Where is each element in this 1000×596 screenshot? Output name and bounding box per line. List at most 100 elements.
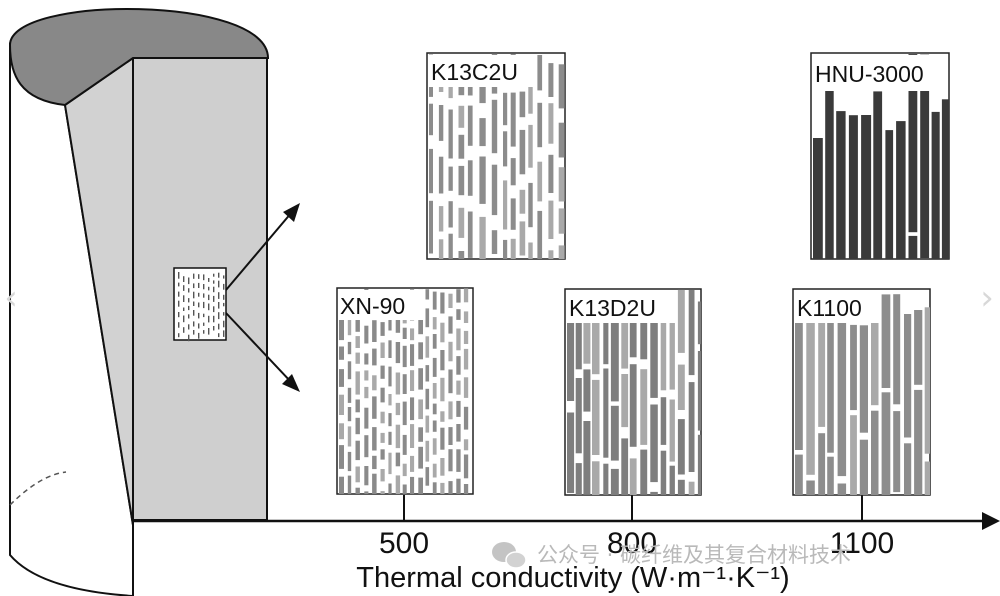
panel-k1100-fibers (795, 294, 930, 495)
fiber-segment (440, 377, 445, 402)
fiber-segment (920, 54, 930, 259)
sample-fiber (208, 328, 210, 335)
fiber-segment (650, 404, 658, 483)
fiber-segment (432, 438, 437, 455)
fiber-segment (558, 64, 565, 109)
arrow-upper (225, 211, 293, 291)
fiber-segment (850, 415, 857, 495)
fiber-segment (837, 311, 847, 477)
fiber-segment (503, 239, 508, 259)
previous-image-arrow[interactable]: ‹ (4, 278, 18, 318)
fiber-segment (395, 402, 401, 416)
fiber-segment (669, 305, 675, 390)
fiber-segment (380, 365, 385, 379)
fiber-segment (859, 325, 868, 433)
fiber-segment (429, 148, 433, 194)
fiber-segment (456, 356, 461, 375)
fiber-segment (388, 315, 392, 331)
cylinder-illustration (8, 8, 270, 596)
fiber-segment (448, 233, 453, 259)
sample-fiber (178, 300, 180, 307)
cylinder-left-face (9, 42, 134, 596)
fiber-segment (510, 158, 516, 186)
fiber-segment (425, 289, 430, 300)
fiber-segment (438, 105, 444, 141)
fiber-segment (467, 105, 473, 146)
sample-fiber (208, 315, 210, 323)
fiber-segment (456, 424, 461, 442)
fiber-segment (519, 129, 526, 175)
fiber-segment (380, 449, 385, 460)
fiber-segment (893, 294, 901, 405)
fiber-segment (629, 458, 637, 495)
fiber-segment (941, 99, 949, 259)
arrow-lower-head (282, 374, 300, 392)
fiber-segment (640, 291, 648, 360)
fiber-segment (558, 122, 565, 158)
fiber-segment (859, 439, 868, 495)
fiber-segment (364, 325, 369, 344)
fiber-segment (425, 388, 430, 410)
fiber-segment (463, 439, 469, 451)
sample-fiber (203, 330, 205, 334)
fiber-segment (558, 245, 565, 259)
fiber-segment (388, 340, 392, 358)
fiber-segment (440, 411, 445, 422)
fiber-segment (388, 483, 392, 494)
sample-fiber (223, 275, 225, 279)
fiber-segment (418, 368, 423, 390)
sample-fiber (188, 324, 190, 330)
fiber-segment (491, 99, 498, 154)
fiber-segment (467, 160, 473, 196)
fiber-segment (479, 156, 486, 204)
fiber-segment (528, 182, 533, 228)
fiber-segment (548, 200, 554, 239)
fiber-segment (537, 210, 543, 259)
conductivity-axis: 500 800 1100 Thermal conductivity (W·m⁻¹… (133, 495, 1000, 594)
fiber-segment (456, 380, 461, 395)
fiber-segment (432, 420, 437, 432)
panel-hnu3000-fibers (813, 54, 949, 259)
sample-fiber (198, 323, 200, 329)
fiber-segment (621, 438, 629, 495)
fiber-segment (440, 322, 445, 343)
panel-k13c2u: K13C2U (426, 52, 566, 260)
sample-fiber (213, 315, 215, 323)
fiber-segment (503, 92, 508, 126)
fiber-segment (669, 465, 675, 495)
fiber-segment (448, 109, 453, 159)
fiber-segment (795, 454, 803, 495)
fiber-segment (818, 311, 826, 427)
fiber-segment (660, 397, 667, 445)
fiber-segment (402, 327, 407, 339)
fiber-segment (402, 401, 407, 426)
fiber-segment (491, 230, 498, 254)
fiber-segment (904, 443, 912, 495)
fiber-segment (456, 289, 461, 303)
fiber-segment (425, 415, 430, 433)
arrow-upper-head (283, 203, 300, 222)
fiber-segment (388, 394, 392, 406)
fiber-segment (583, 312, 591, 364)
panel-k13c2u-label-bg (429, 55, 535, 87)
next-image-arrow[interactable]: › (980, 278, 994, 318)
sample-fiber (183, 295, 185, 302)
fiber-segment (429, 200, 433, 254)
fiber-segment (410, 344, 415, 366)
fiber-segment (364, 386, 369, 399)
fiber-segment (677, 479, 685, 495)
fiber-segment (677, 364, 685, 410)
fiber-segment (904, 314, 912, 438)
fiber-segment (388, 366, 392, 387)
fiber-segment (558, 167, 565, 202)
fiber-segment (438, 156, 444, 194)
fiber-segment (825, 74, 834, 259)
panel-k1100-label-bg (795, 291, 881, 323)
sample-fiber (188, 288, 190, 293)
fiber-segment (418, 427, 423, 442)
sample-fiber (198, 292, 200, 297)
fiber-segment (418, 477, 423, 494)
fiber-segment (432, 334, 437, 349)
fiber-segment (355, 417, 360, 435)
